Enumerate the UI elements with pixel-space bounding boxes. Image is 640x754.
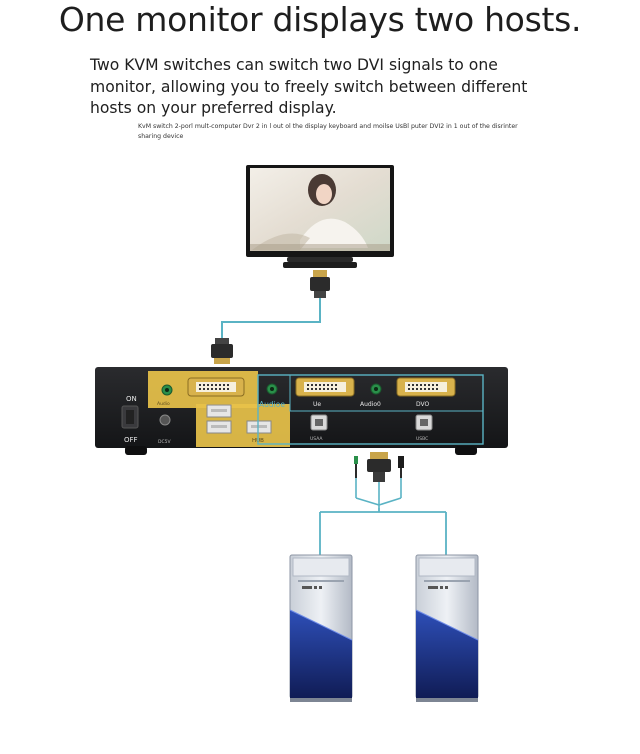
monitor xyxy=(246,165,394,268)
monitor-stand-neck xyxy=(287,257,353,262)
dvi1-label: Ue xyxy=(313,401,321,408)
dc-jack xyxy=(159,414,171,426)
audio1-label: Audioe xyxy=(259,400,285,409)
kvm-foot-right xyxy=(455,446,477,455)
kvm-foot-left xyxy=(125,446,147,455)
switch-on-label: ON xyxy=(126,395,137,403)
dvi2-label: DVO xyxy=(416,401,430,408)
kvm-switch: ON OFF DC5V Audio HUB xyxy=(95,367,508,455)
audio-small-label: Audio xyxy=(157,401,170,407)
description-text: Two KVM switches can switch two DVI sign… xyxy=(90,56,528,117)
dc-label: DC5V xyxy=(158,439,171,445)
pc-tower-1 xyxy=(289,554,353,702)
screen-figure-dress xyxy=(300,218,368,248)
dvi-plug-top xyxy=(310,270,330,298)
usb1-label: USAA xyxy=(310,436,323,442)
host-inputs-inner-frame xyxy=(289,374,484,412)
monitor-stand-base xyxy=(283,262,357,268)
host-split-cable xyxy=(319,508,447,558)
pc-tower-2 xyxy=(415,554,479,702)
page-title: One monitor displays two hosts. xyxy=(58,0,582,39)
dvi-plug-mid xyxy=(211,338,233,364)
usb2-label: USBC xyxy=(416,436,428,442)
host-cable-plugs xyxy=(354,452,404,482)
switch-off-label: OFF xyxy=(124,436,138,444)
monitor-cable xyxy=(221,298,321,340)
fine-print-text: KvM switch 2-porl mult-computer Dvr 2 in… xyxy=(138,123,518,140)
screen-figure-face xyxy=(316,184,332,204)
audio2-label: Audio0 xyxy=(360,401,381,408)
